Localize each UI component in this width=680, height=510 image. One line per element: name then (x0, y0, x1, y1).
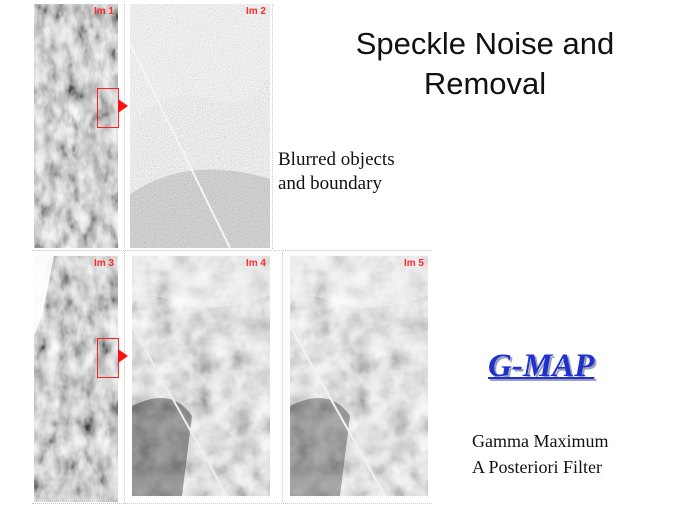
sar-image-5: Im 5 (290, 256, 428, 496)
dotted-guide (124, 4, 125, 504)
filter-description-line: A Posteriori Filter (472, 457, 602, 477)
dotted-guide (282, 252, 283, 502)
image-label: Im 5 (403, 258, 424, 269)
slide-title-line: Removal (423, 66, 547, 101)
sar-image-4: Im 4 (132, 256, 270, 496)
slide-title: Speckle Noise and Removal (320, 24, 650, 104)
sar-image-1: Im 1 (34, 4, 118, 248)
image-label: Im 4 (245, 258, 266, 269)
arrow-right-icon (118, 349, 128, 363)
dotted-guide (272, 4, 273, 249)
blur-note: Blurred objects and boundary (278, 148, 395, 196)
blur-note-line: Blurred objects (278, 149, 395, 170)
arrow-right-icon (118, 99, 128, 113)
image-label: Im 2 (245, 6, 266, 17)
slide-title-line: Speckle Noise and (355, 26, 615, 61)
region-highlight-box (97, 338, 119, 378)
region-highlight-box (97, 88, 119, 128)
filter-name-heading: G-MAP (488, 348, 595, 384)
image-label: Im 3 (93, 258, 114, 269)
dotted-guide (32, 503, 432, 504)
filter-description: Gamma Maximum A Posteriori Filter (472, 428, 608, 480)
blur-note-line: and boundary (278, 173, 382, 194)
image-label: Im 1 (93, 6, 114, 17)
sar-image-3: Im 3 (34, 256, 118, 502)
dotted-guide (32, 250, 432, 251)
sar-image-2: Im 2 (130, 4, 270, 248)
filter-description-line: Gamma Maximum (472, 431, 609, 451)
